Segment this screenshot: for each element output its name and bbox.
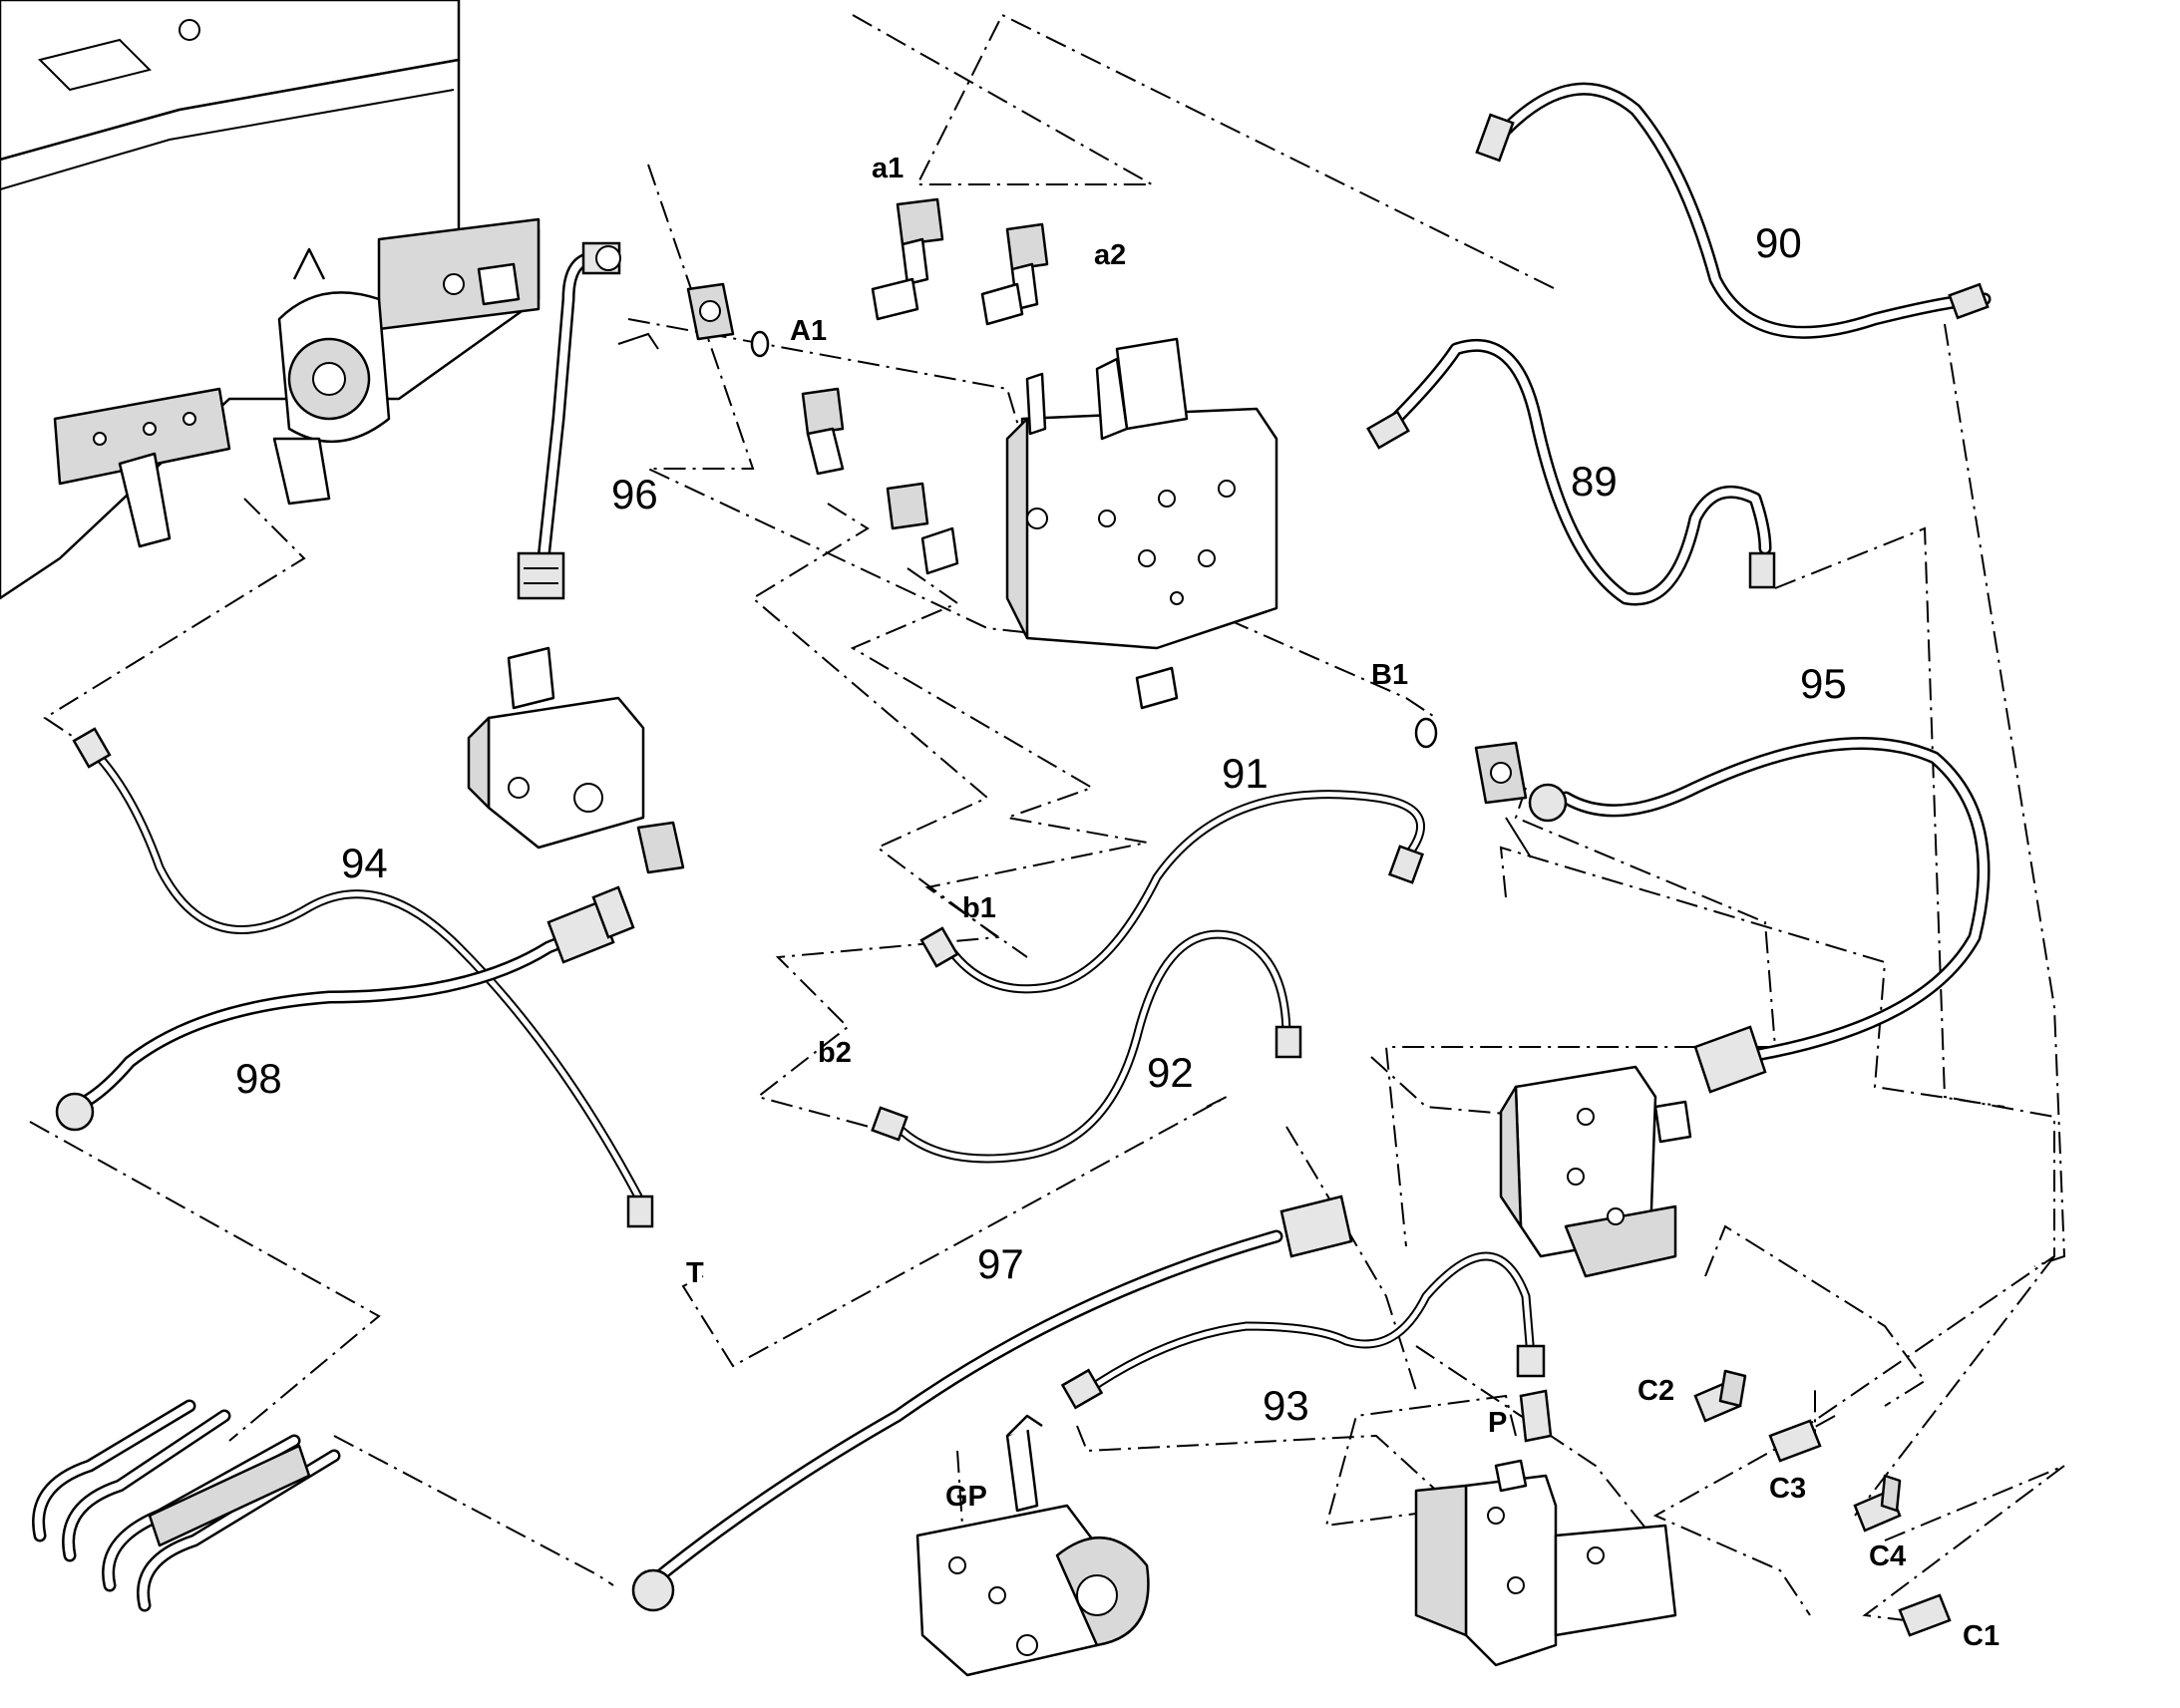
hose-94[interactable]: [72, 727, 654, 1228]
port-label-T: T: [686, 1257, 704, 1289]
fitting-elbow-upper[interactable]: [801, 387, 959, 575]
port-label-GP: GP: [945, 1481, 987, 1513]
valve-block-GP[interactable]: [915, 1414, 1150, 1677]
fitting-a1[interactable]: [871, 197, 944, 321]
pipe-bundle[interactable]: [32, 1399, 341, 1612]
port-label-C1: C1: [1963, 1620, 1999, 1652]
fitting-C4[interactable]: [1853, 1474, 1902, 1533]
valve-block-left[interactable]: [467, 646, 685, 874]
port-label-C2: C2: [1637, 1375, 1674, 1407]
port-label-C3: C3: [1769, 1473, 1806, 1505]
hose-89[interactable]: [1366, 338, 1776, 606]
port-label-B1: B1: [1371, 659, 1408, 691]
hose-label-97: 97: [977, 1240, 1024, 1287]
valve-block-P[interactable]: [1414, 1389, 1677, 1667]
fitting-a2[interactable]: [980, 222, 1049, 326]
hose-label-95: 95: [1800, 660, 1847, 707]
hose-label-93: 93: [1263, 1382, 1309, 1429]
hose-98[interactable]: [55, 885, 635, 1132]
hose-label-96: 96: [611, 471, 658, 517]
port-label-P: P: [1488, 1407, 1507, 1439]
hose-label-94: 94: [341, 840, 388, 886]
port-label-a1: a1: [872, 153, 904, 184]
fitting-C3[interactable]: [1768, 1419, 1822, 1463]
flange-B1[interactable]: [1414, 717, 1532, 858]
port-label-a2: a2: [1094, 239, 1126, 271]
hose-97[interactable]: [631, 1195, 1353, 1612]
hose-label-91: 91: [1222, 750, 1269, 797]
valve-block-right[interactable]: [1499, 1065, 1692, 1278]
main-control-valve[interactable]: [1005, 337, 1278, 710]
hose-label-90: 90: [1755, 219, 1802, 266]
hose-96[interactable]: [517, 241, 621, 600]
port-label-C4: C4: [1869, 1540, 1906, 1572]
port-label-b1: b1: [962, 892, 996, 924]
flange-A1[interactable]: [617, 282, 770, 358]
hose-90[interactable]: [1475, 82, 1992, 339]
hose-91[interactable]: [919, 790, 1426, 994]
hose-label-92: 92: [1147, 1049, 1194, 1096]
hose-93[interactable]: [1060, 1251, 1546, 1410]
hose-label-89: 89: [1571, 458, 1618, 505]
fitting-C2[interactable]: [1693, 1369, 1747, 1423]
hose-95[interactable]: [1528, 736, 1991, 1094]
port-label-A1: A1: [790, 315, 827, 347]
port-label-b2: b2: [818, 1037, 852, 1069]
hose-label-98: 98: [235, 1055, 282, 1102]
fitting-C1[interactable]: [1898, 1593, 1952, 1637]
hose-92[interactable]: [871, 929, 1302, 1164]
machine-frame: [0, 0, 541, 600]
